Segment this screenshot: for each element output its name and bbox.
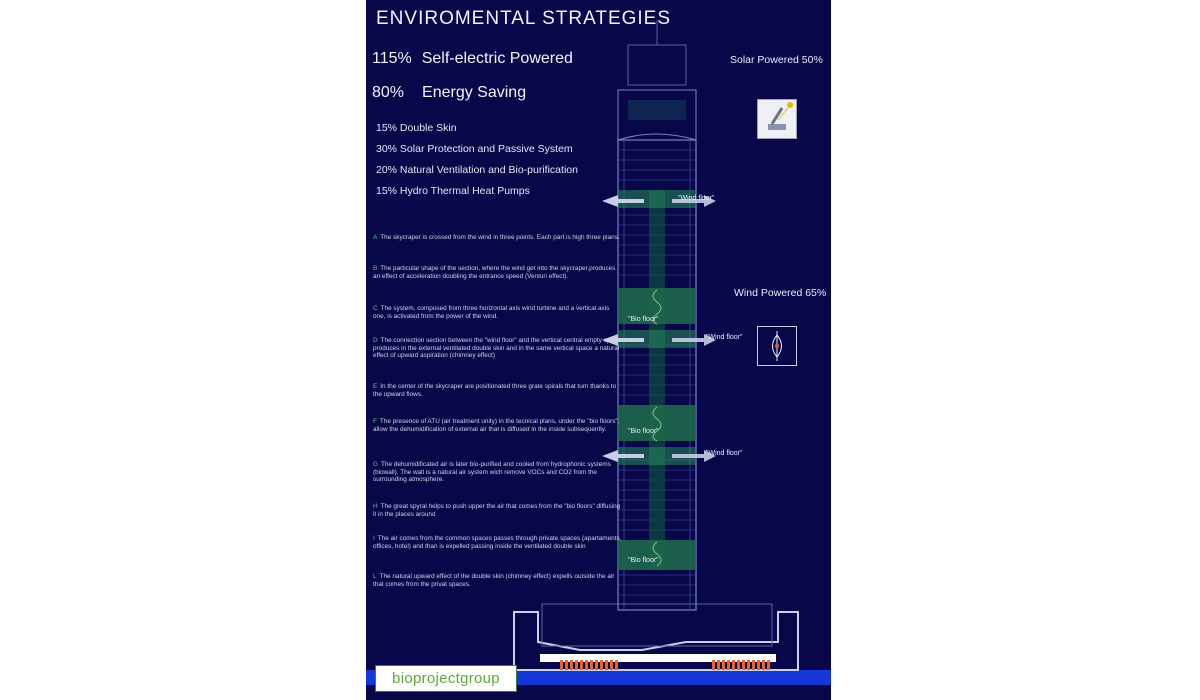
page-title: ENVIROMENTAL STRATEGIES [376, 8, 672, 29]
foundation-piles-right [712, 660, 770, 670]
bio-floor-3 [618, 540, 696, 570]
tower-crown [617, 89, 697, 141]
wind-floor-label-2: "Wind floor" [706, 334, 743, 341]
foundation-piles-left [560, 660, 618, 670]
solar-panel-icon [757, 99, 797, 139]
headline-label: Energy Saving [422, 84, 527, 101]
breakdown-item: 15% Hydro Thermal Heat Pumps [376, 185, 530, 197]
bio-floor-label-1: "Bio floor" [628, 316, 659, 323]
basement-outline [513, 611, 799, 671]
solar-powered-label: Solar Powered 50% [730, 54, 823, 66]
headline-label: Self-electric Powered [421, 50, 573, 67]
wind-floor-3 [618, 447, 696, 465]
wind-floor-label-1: "Wind floor" [678, 195, 715, 202]
right-margin [831, 0, 1200, 700]
bio-floor-2 [618, 405, 696, 441]
basement-floor [540, 654, 776, 662]
breakdown-item: 20% Natural Ventilation and Bio-purifica… [376, 164, 578, 176]
bioprojectgroup-logo: bioprojectgroup [375, 665, 517, 692]
headline-value: 115% [372, 50, 412, 67]
headline-self-electric: 115% Self-electric Powered [372, 50, 573, 68]
wind-arrows [602, 195, 716, 462]
central-void [649, 190, 665, 570]
headline-value: 80% [372, 84, 405, 101]
poster: ENVIROMENTAL STRATEGIES 115% Self-electri… [366, 0, 831, 700]
left-margin [0, 0, 366, 700]
breakdown-item: 30% Solar Protection and Passive System [376, 143, 573, 155]
wind-floor-2 [618, 330, 696, 348]
wind-powered-label: Wind Powered 65% [734, 287, 827, 299]
headline-energy-saving: 80% Energy Saving [372, 84, 526, 102]
wind-turbine-icon [757, 326, 797, 366]
bio-floor-label-3: "Bio floor" [628, 557, 659, 564]
spiral-flows [652, 289, 662, 567]
breakdown-item: 15% Double Skin [376, 122, 457, 134]
bio-floor-label-2: "Bio floor" [628, 428, 659, 435]
spire [627, 44, 687, 86]
wind-floor-1 [618, 190, 696, 208]
wind-floor-label-3: "Wind floor" [706, 450, 743, 457]
podium [541, 603, 773, 647]
bio-floor-1 [618, 288, 696, 324]
